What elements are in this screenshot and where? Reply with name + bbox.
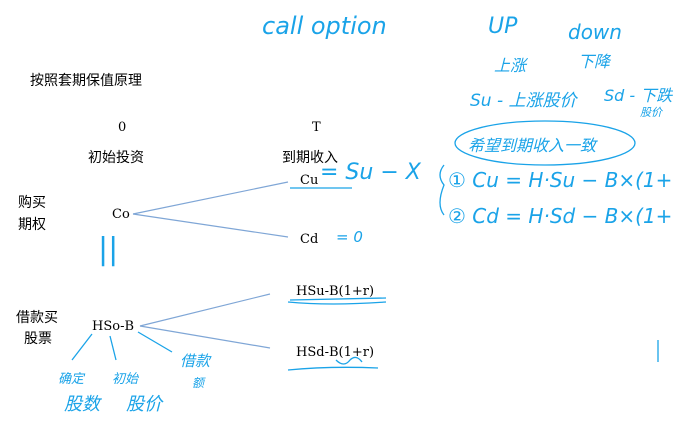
option-row-label-2: 期权 [18,217,46,233]
equation-2: ② Cd = H·Sd − B×(1+r) [448,204,673,228]
down-note: down [568,20,622,44]
down-cn-note: 下降 [578,52,611,71]
maturity-payoff-header: 到期收入 [282,150,338,166]
option-initial-value: Co [112,207,130,222]
stock-row-label-2: 股票 [24,331,52,347]
up-note: UP [488,14,518,39]
so-note-1: 初始 [112,372,139,387]
time-end-label: T [312,120,321,135]
brace-note: || [98,232,119,267]
stock-down-payoff: HSd-B(1+r) [296,345,375,360]
h-note-2: 股数 [64,394,100,415]
b-note-1: 借款 [180,352,211,370]
stock-up-payoff: HSu-B(1+r) [296,284,375,299]
option-down-payoff: Cd [300,232,319,247]
page-title: 按照套期保值原理 [30,73,142,89]
stock-initial-value: HSo-B [92,319,135,334]
up-cn-note: 上涨 [494,56,527,75]
su-definition: Su - 上涨股价 [470,91,577,111]
branch-co-cd [132,213,289,238]
time-start-label: 0 [118,120,127,135]
h-note-1: 确定 [58,372,85,387]
branch-co-cu [132,181,289,215]
sd-definition: Sd - 下跌 [604,86,673,105]
equal-payoff-note: 希望到期收入一致 [468,136,597,155]
b-note-2: 额 [192,376,205,390]
branch-hso-up [139,293,271,327]
so-note-2: 股价 [126,394,162,415]
branch-hso-down [139,325,271,349]
option-row-label-1: 购买 [18,195,46,211]
sd-definition-2: 股价 [640,106,662,119]
call-option-note: call option [262,12,387,40]
option-up-payoff: Cu [300,173,319,188]
cd-value-note: = 0 [336,228,363,246]
initial-investment-header: 初始投资 [88,150,144,166]
cu-value-note: = Su − X [320,160,421,185]
handwritten-strokes [71,120,659,371]
stock-row-label-1: 借款买 [16,310,58,326]
equation-1: ① Cu = H·Su − B×(1+r) [448,168,673,192]
